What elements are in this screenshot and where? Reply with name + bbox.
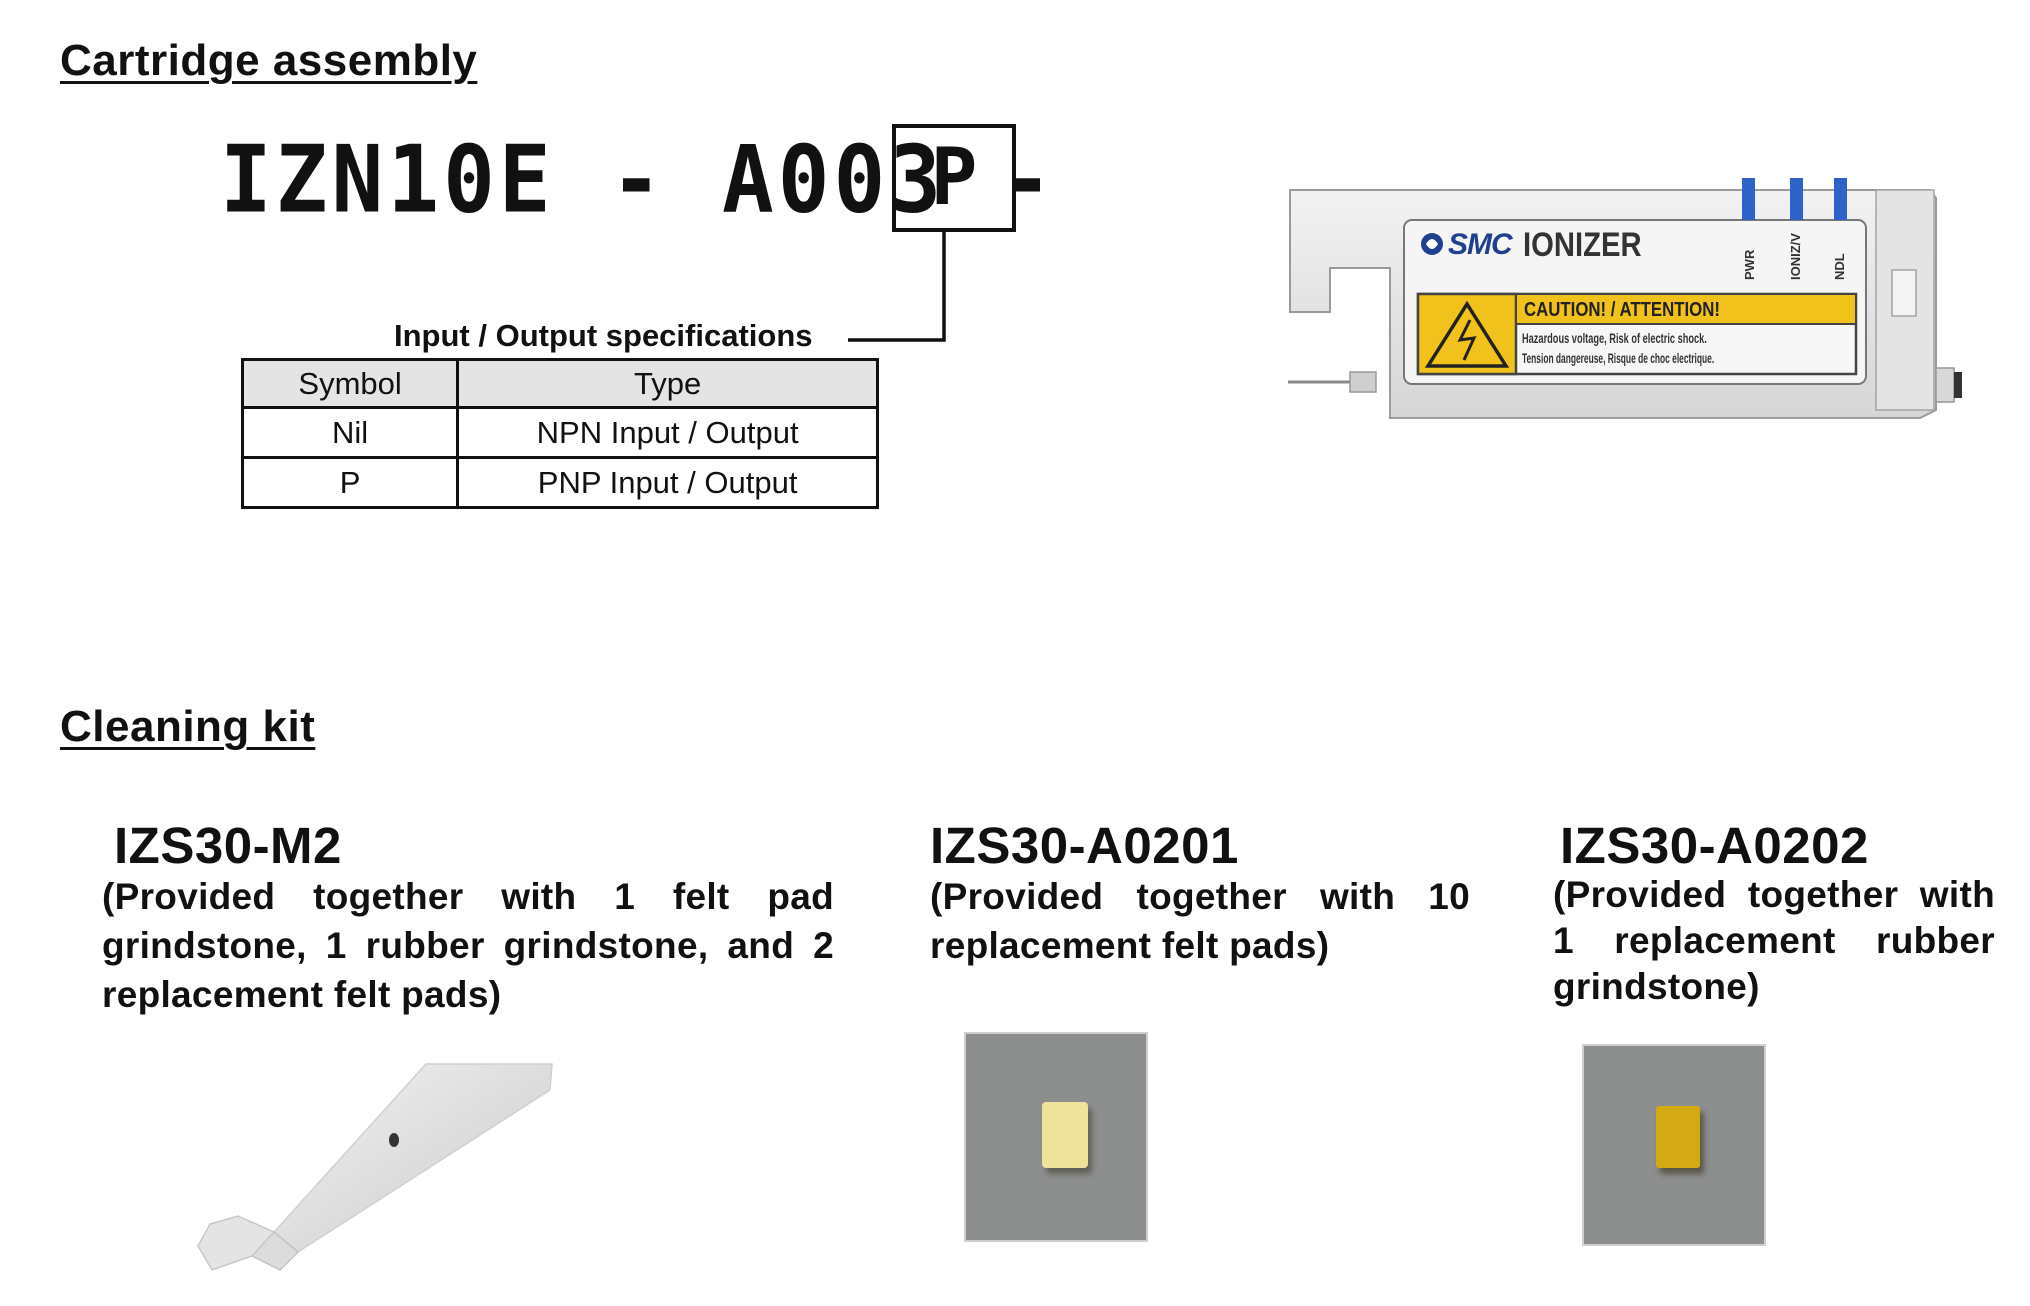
kit-description-izs30-a0201: (Provided together with 10 replacement f…: [930, 876, 1470, 966]
felt-pad-photo: [964, 1032, 1148, 1242]
rubber-grindstone-block: [1656, 1106, 1700, 1168]
spec-label: Input / Output specifications: [394, 318, 813, 353]
cleaning-section-title: Cleaning kit: [60, 702, 316, 751]
felt-pad-block: [1042, 1102, 1088, 1168]
ionizer-name: IONIZER: [1523, 226, 1642, 264]
cell-symbol: P: [240, 456, 460, 509]
smc-logo: SMC: [1448, 228, 1513, 261]
cell-symbol: Nil: [240, 406, 460, 459]
rubber-grindstone-photo: [1582, 1044, 1766, 1246]
cell-type: NPN Input / Output: [456, 406, 879, 459]
header-symbol: Symbol: [240, 358, 460, 409]
kit-model-izs30-a0202: IZS30-A0202: [1560, 817, 1869, 874]
led-label-ndl: NDL: [1832, 253, 1847, 280]
table-row: Nil NPN Input / Output: [240, 406, 879, 459]
led-label-ioniz: IONIZ/V: [1788, 233, 1803, 280]
spec-leader-line: [848, 230, 946, 342]
kit-model-izs30-a0201: IZS30-A0201: [930, 817, 1239, 874]
kit-model-izs30-m2: IZS30-M2: [114, 817, 342, 874]
io-spec-table: Symbol Type Nil NPN Input / Output P PNP…: [240, 358, 879, 509]
kit-description-izs30-m2: (Provided together with 1 felt pad grind…: [102, 876, 834, 1015]
led-label-pwr: PWR: [1742, 249, 1757, 280]
model-option-box: P: [892, 124, 1016, 232]
ionizer-cartridge-image: SMC IONIZER PWR IONIZ/V NDL CAUTION! / A…: [1280, 178, 1970, 450]
cartridge-section-title: Cartridge assembly: [60, 36, 478, 85]
header-type: Type: [456, 358, 879, 409]
ionizer-body-drawing: [1288, 178, 1962, 419]
table-row: P PNP Input / Output: [240, 456, 879, 509]
cell-type: PNP Input / Output: [456, 456, 879, 509]
table-header-row: Symbol Type: [240, 358, 879, 409]
model-option-symbol: P: [930, 133, 978, 223]
caution-heading: CAUTION! / ATTENTION!: [1524, 299, 1720, 321]
grindstone-tool-image: [197, 1063, 553, 1271]
model-code-prefix: IZN10E - A003 -: [220, 126, 1057, 234]
warning-line-en: Hazardous voltage, Risk of electric shoc…: [1522, 330, 1707, 346]
kit-description-izs30-a0202: (Provided together with 1 replacement ru…: [1553, 874, 1995, 1007]
warning-line-fr: Tension dangereuse, Risque de choc elect…: [1522, 350, 1715, 366]
